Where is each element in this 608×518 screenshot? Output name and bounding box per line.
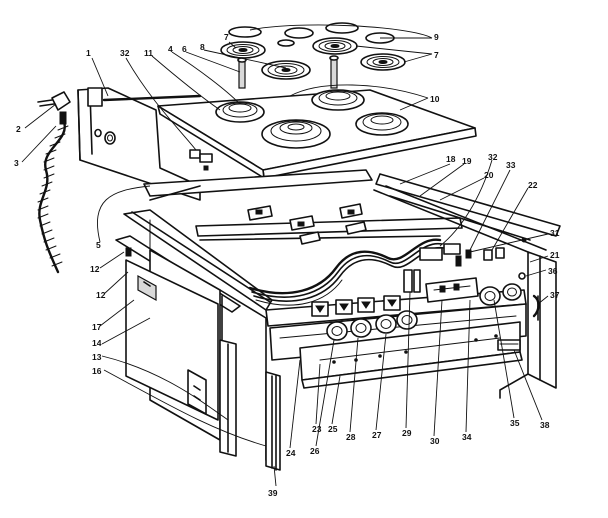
- control-knob-1: [326, 321, 348, 341]
- callout-26: 26: [310, 446, 320, 456]
- callout-labels: 1 2 3 4 5 6 7 7 8 9 10 11 12 12 13 14 16…: [14, 32, 560, 498]
- callout-19: 19: [462, 156, 472, 166]
- callout-32-right: 32: [488, 152, 498, 162]
- callout-2: 2: [16, 124, 21, 134]
- callout-22: 22: [528, 180, 538, 190]
- misc-hardware: [125, 149, 540, 471]
- loose-surface-elements: [220, 22, 406, 89]
- side-trim-rails: [115, 169, 561, 313]
- callout-4: 4: [168, 44, 173, 54]
- callout-14: 14: [92, 338, 102, 348]
- callout-leader-lines: [21, 24, 549, 487]
- wiring-harness: [248, 238, 472, 306]
- callout-17: 17: [92, 322, 102, 332]
- cooktop-main-top: [157, 89, 477, 179]
- drip-pan-front-right: [355, 112, 409, 136]
- control-knob-5: [479, 286, 501, 306]
- surface-element-coil-right: [360, 53, 406, 71]
- callout-35: 35: [510, 418, 520, 428]
- callout-20: 20: [484, 170, 494, 180]
- surface-element-coil-center: [312, 37, 358, 55]
- control-panel-assembly: [265, 277, 527, 389]
- callout-21: 21: [550, 250, 560, 260]
- callout-1: 1: [86, 48, 91, 58]
- surface-element-coil-left: [220, 41, 266, 59]
- control-knob-2: [350, 318, 372, 338]
- callout-16: 16: [92, 366, 102, 376]
- callout-38: 38: [540, 420, 550, 430]
- callout-32-left: 32: [120, 48, 130, 58]
- cord-coil-texture: [37, 125, 69, 267]
- callout-13: 13: [92, 352, 102, 362]
- callout-5: 5: [96, 240, 101, 250]
- callout-7-left: 7: [224, 32, 229, 42]
- callout-12-lower: 12: [96, 290, 106, 300]
- callout-11: 11: [144, 48, 153, 58]
- callout-34: 34: [462, 432, 472, 442]
- control-knob-4: [396, 310, 418, 330]
- callout-10: 10: [430, 94, 440, 104]
- drip-pan-front-left: [261, 119, 331, 149]
- callout-3: 3: [14, 158, 19, 168]
- callout-25: 25: [328, 424, 338, 434]
- control-knobs: [326, 283, 522, 364]
- power-cord: [37, 91, 71, 274]
- left-oven-panels: [125, 259, 237, 457]
- control-knob-6: [502, 283, 522, 301]
- drip-pan-rear-left: [215, 101, 265, 123]
- callout-7-right: 7: [434, 50, 439, 60]
- callout-18: 18: [446, 154, 456, 164]
- callout-28: 28: [346, 432, 356, 442]
- drip-pan-rear-right: [311, 89, 365, 111]
- callout-12-upper: 12: [90, 264, 100, 274]
- callout-36: 36: [548, 266, 558, 276]
- infinite-switches-row: [247, 203, 367, 245]
- control-knob-3: [375, 314, 397, 334]
- callout-24: 24: [286, 448, 296, 458]
- callout-23: 23: [312, 424, 322, 434]
- callout-8: 8: [200, 42, 205, 52]
- callout-6: 6: [182, 44, 187, 54]
- callout-27: 27: [372, 430, 382, 440]
- callout-30: 30: [430, 436, 440, 446]
- surface-element-coil-middle: [261, 60, 311, 80]
- callout-33: 33: [506, 160, 516, 170]
- callout-37: 37: [550, 290, 560, 300]
- callout-39: 39: [268, 488, 278, 498]
- back-panel: [77, 87, 202, 201]
- callout-9: 9: [434, 32, 439, 42]
- callout-29: 29: [402, 428, 412, 438]
- callout-31: 31: [550, 228, 560, 238]
